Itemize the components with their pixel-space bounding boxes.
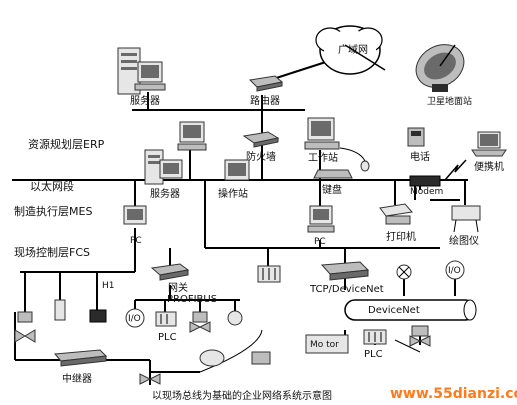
plc-right-label: PLC [364, 349, 383, 360]
io-right-icon: I/O [445, 260, 465, 280]
valve-right-icon [409, 325, 431, 347]
server-mid-label: 服务器 [150, 187, 180, 200]
firewall-label: 防火墙 [246, 150, 276, 163]
io-right-label: I/O [448, 266, 461, 276]
sensor-icon [227, 310, 243, 326]
operator-station-label: 操作站 [218, 187, 248, 200]
repeater-icon: 中继器 [53, 349, 108, 385]
workstation-label: 工作站 [308, 151, 338, 164]
plc-left-label: PLC [158, 332, 177, 343]
erp-layer-label: 资源规划层ERP [28, 137, 105, 151]
server-top-label: 服务器 [130, 94, 160, 107]
router-icon: 路由器 [248, 75, 284, 107]
caption: 以现场总线为基础的企业网络系统示意图 [152, 389, 332, 402]
watermark: www.55dianzi.com [390, 386, 517, 402]
pc-left-icon: PC [123, 205, 147, 246]
field-sensor-icon [89, 309, 107, 323]
plotter-icon: 绘图仪 [449, 205, 481, 247]
gateway-label: 网关 [168, 281, 188, 294]
pc-right-label: PC [314, 237, 326, 247]
devicenet-bus-icon: DeviceNet [344, 299, 477, 321]
profibus-label: PROFIBUS [167, 294, 217, 305]
server-top-icon: 服务器 [117, 47, 166, 107]
plc-right-icon: PLC [363, 329, 387, 360]
laptop-label: 便携机 [474, 160, 504, 173]
satellite-dish-icon: 卫星地面站 [344, 44, 472, 107]
keyboard-icon: 键盘 [313, 169, 353, 196]
pc-right-icon: PC [307, 205, 335, 247]
motor-icon: Mo tor [305, 334, 349, 354]
module-icon [257, 265, 281, 283]
laptop-icon: 便携机 [444, 131, 507, 181]
repeater-label: 中继器 [62, 372, 92, 385]
workstation-icon: 工作站 [304, 117, 370, 172]
plc-left-icon: PLC [155, 311, 177, 343]
fcs-layer-label: 现场控制层FCS [14, 245, 90, 259]
bottom-valve-icon [139, 373, 161, 385]
printer-icon: 打印机 [379, 203, 416, 243]
wan-cloud: 广域网 [315, 25, 383, 75]
gateway-icon: 网关 PROFIBUS [150, 263, 217, 305]
io-left-label: I/O [128, 314, 141, 324]
phone-label: 电话 [410, 150, 430, 163]
bottom-pipe-icon [199, 349, 271, 367]
satellite-label: 卫星地面站 [427, 95, 472, 107]
tcp-devicenet-icon: TCP/DeviceNet [309, 261, 384, 295]
tcp-devicenet-label: TCP/DeviceNet [309, 284, 384, 295]
valve-mid-icon [189, 311, 211, 333]
modem-icon: Modem [409, 175, 443, 197]
erp-pc-icon [177, 121, 207, 151]
plotter-label: 绘图仪 [449, 234, 479, 247]
router-label: 路由器 [250, 94, 280, 107]
pc-left-label: PC [130, 236, 142, 246]
server-mid-icon: 服务器 [144, 149, 183, 200]
indicator-icon [396, 264, 412, 280]
printer-label: 打印机 [386, 230, 416, 243]
operator-station-icon: 操作站 [218, 159, 250, 200]
io-left-icon: I/O [125, 308, 145, 328]
motor-label: Mo tor [310, 340, 339, 350]
h1-label: H1 [102, 281, 115, 291]
ethernet-label: 以太网段 [30, 179, 74, 193]
devicenet-label: DeviceNet [368, 305, 420, 316]
mes-layer-label: 制造执行层MES [14, 204, 92, 218]
phone-icon: 电话 [407, 127, 430, 163]
network-lines [12, 59, 468, 385]
field-valve-icon [14, 311, 36, 343]
keyboard-label: 键盘 [322, 183, 342, 196]
firewall-icon: 防火墙 [242, 131, 280, 163]
modem-label: Modem [410, 187, 443, 197]
field-transmitter-icon [54, 299, 66, 321]
